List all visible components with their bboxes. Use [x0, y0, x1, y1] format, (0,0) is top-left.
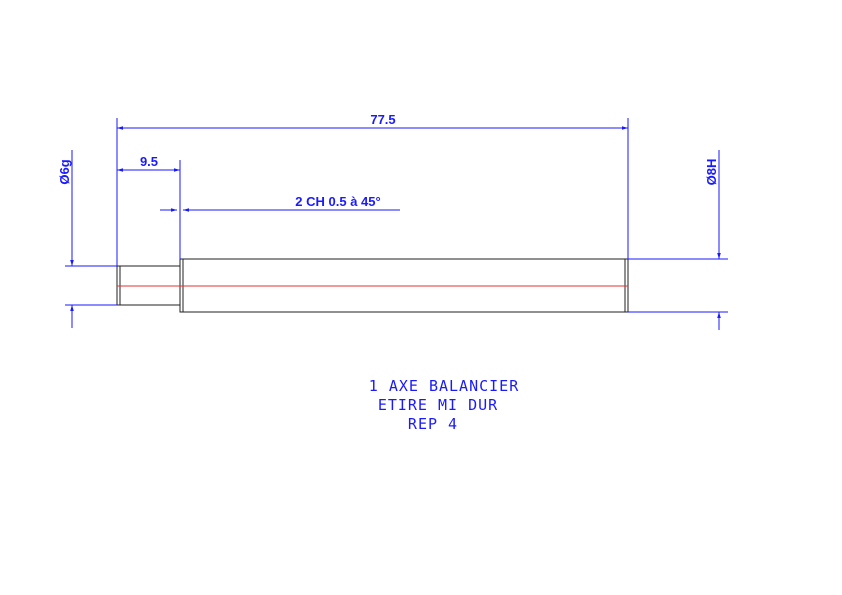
dim-text-chamfer: 2 CH 0.5 à 45°	[295, 194, 380, 209]
dim-text-shoulder-length: 9.5	[140, 154, 158, 169]
dim-text-large-diameter: Ø8H	[704, 159, 719, 186]
title-line-3: REP 4	[408, 415, 458, 433]
dim-text-overall-length: 77.5	[370, 112, 395, 127]
dimensions	[65, 118, 728, 330]
title-line-2: ETIRE MI DUR	[378, 396, 498, 414]
title-line-1: 1 AXE BALANCIER	[369, 377, 519, 395]
dim-text-small-diameter: Ø6g	[57, 159, 72, 184]
